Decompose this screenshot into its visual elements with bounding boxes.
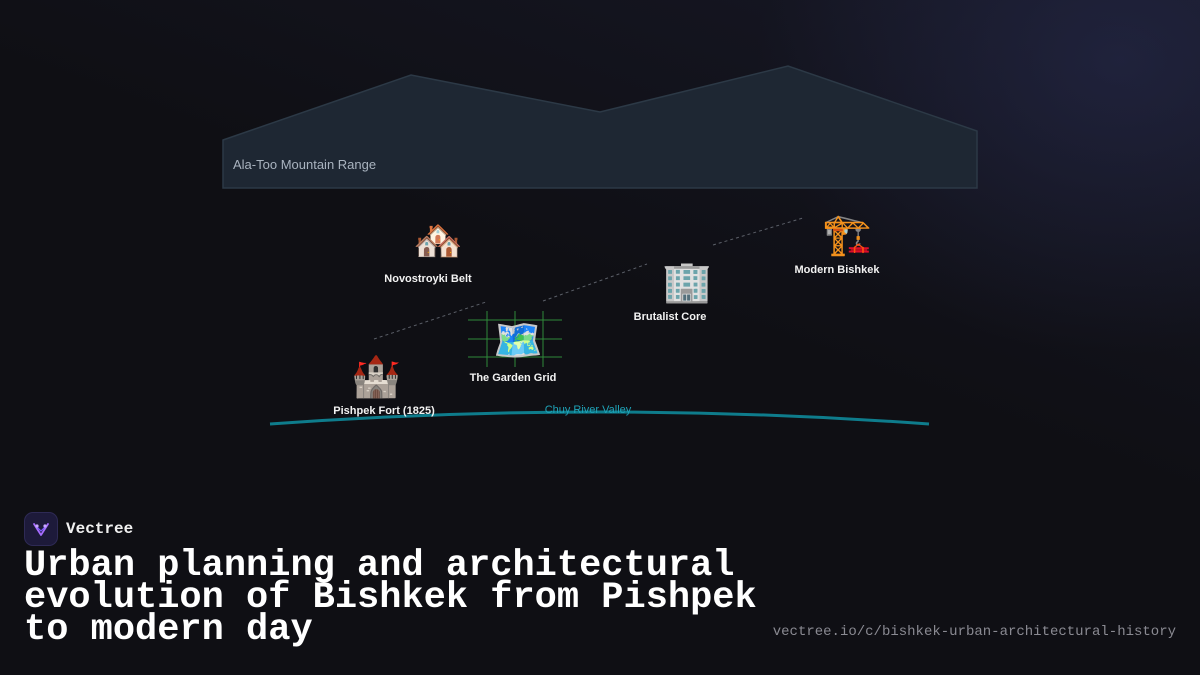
page-url[interactable]: vectree.io/c/bishkek-urban-architectural… xyxy=(772,624,1176,640)
construction-crane-icon: 🏗️ xyxy=(822,212,872,258)
node-label-garden-grid: The Garden Grid xyxy=(470,372,557,384)
mountain-range-shape xyxy=(222,65,978,189)
node-label-novostroyki-belt: Novostroyki Belt xyxy=(384,273,472,285)
office-building-icon: 🏢 xyxy=(662,259,712,305)
node-garden-grid: 🗺️ The Garden Grid xyxy=(470,318,557,384)
node-label-pishpek-fort: Pishpek Fort (1825) xyxy=(333,405,435,417)
node-novostroyki-belt: 🏘️ Novostroyki Belt xyxy=(384,218,472,285)
brand-name: Vectree xyxy=(66,520,134,538)
timeline-connectors xyxy=(373,217,804,340)
houses-icon: 🏘️ xyxy=(413,218,463,264)
river-label: Chuy River Valley xyxy=(545,404,632,416)
node-label-brutalist-core: Brutalist Core xyxy=(634,311,707,323)
river-path xyxy=(269,410,930,426)
connector-grid-brutalist xyxy=(542,263,648,302)
connector-fort-grid xyxy=(373,301,487,340)
node-modern-bishkek: 🏗️ Modern Bishkek xyxy=(795,212,881,276)
vectree-logo-icon xyxy=(24,512,58,546)
page-title: Urban planning and architectural evoluti… xyxy=(24,545,757,651)
connector-brutalist-modern xyxy=(712,217,804,246)
garden-grid-lines xyxy=(468,311,562,367)
mountain-range-label: Ala-Too Mountain Range xyxy=(233,157,376,172)
castle-icon: 🏰 xyxy=(351,354,401,400)
map-icon: 🗺️ xyxy=(493,318,543,364)
node-brutalist-core: 🏢 Brutalist Core xyxy=(634,259,712,323)
node-label-modern-bishkek: Modern Bishkek xyxy=(795,264,881,276)
node-pishpek-fort: 🏰 Pishpek Fort (1825) xyxy=(333,354,435,417)
brand: Vectree xyxy=(24,512,133,546)
